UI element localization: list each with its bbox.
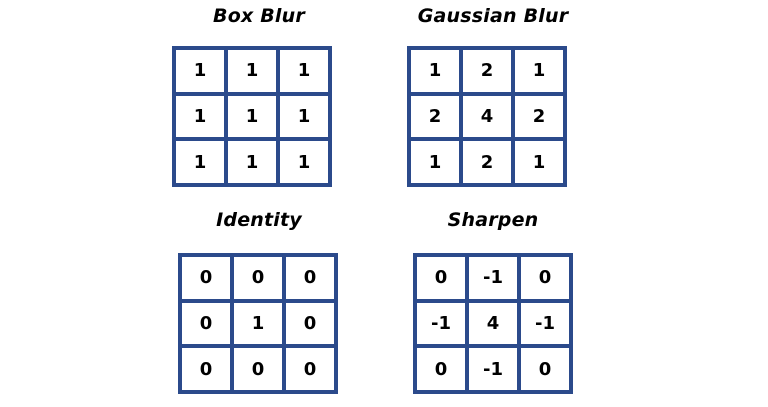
matrix-cell: 4 [469, 302, 517, 345]
matrix-cell: 0 [286, 302, 334, 345]
matrix-cell: 1 [176, 50, 224, 92]
matrix-cell: 2 [515, 95, 563, 138]
matrix-cell: 1 [228, 95, 276, 138]
kernel-matrix: 0 -1 0 -1 4 -1 0 -1 0 [413, 253, 573, 394]
kernel-matrix: 1 2 1 2 4 2 1 2 1 [407, 46, 567, 187]
matrix-cell: -1 [417, 302, 465, 345]
matrix-cell: 0 [234, 257, 282, 299]
matrix-cell: 1 [515, 141, 563, 183]
kernel-title: Gaussian Blur [417, 5, 569, 27]
matrix-cell: 1 [411, 141, 459, 183]
matrix-cell: 0 [286, 348, 334, 390]
kernel-title: Sharpen [447, 209, 539, 231]
matrix-cell: 0 [182, 348, 230, 390]
kernel-title: Box Blur [213, 5, 305, 27]
matrix-cell: 2 [463, 141, 511, 183]
kernel-title: Identity [216, 209, 302, 231]
matrix-cell: 1 [411, 50, 459, 92]
matrix-cell: 1 [228, 141, 276, 183]
matrix-cell: 0 [182, 257, 230, 299]
matrix-cell: -1 [469, 348, 517, 390]
matrix-cell: 0 [182, 302, 230, 345]
matrix-cell: 1 [280, 50, 328, 92]
matrix-cell: 1 [280, 95, 328, 138]
matrix-cell: 0 [417, 257, 465, 299]
matrix-cell: 1 [515, 50, 563, 92]
kernel-matrix: 0 0 0 0 1 0 0 0 0 [178, 253, 338, 394]
matrix-cell: 1 [228, 50, 276, 92]
matrix-cell: 0 [521, 257, 569, 299]
matrix-cell: 1 [176, 141, 224, 183]
matrix-cell: 1 [176, 95, 224, 138]
matrix-cell: 2 [463, 50, 511, 92]
matrix-cell: 0 [417, 348, 465, 390]
matrix-cell: 1 [234, 302, 282, 345]
kernel-matrix: 1 1 1 1 1 1 1 1 1 [172, 46, 332, 187]
matrix-cell: 1 [280, 141, 328, 183]
matrix-cell: 4 [463, 95, 511, 138]
matrix-cell: -1 [521, 302, 569, 345]
matrix-cell: 2 [411, 95, 459, 138]
matrix-cell: 0 [234, 348, 282, 390]
matrix-cell: -1 [469, 257, 517, 299]
matrix-cell: 0 [286, 257, 334, 299]
matrix-cell: 0 [521, 348, 569, 390]
